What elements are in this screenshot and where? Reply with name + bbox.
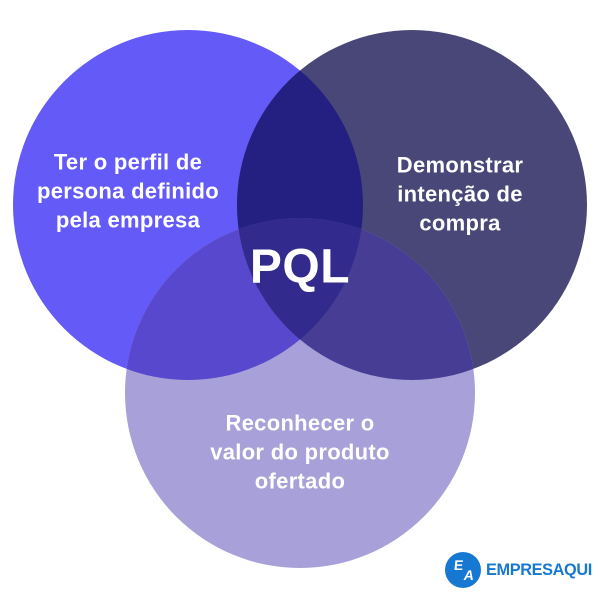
label-right-circle: Demonstrar intenção de compra	[397, 151, 523, 238]
label-line: compra	[419, 210, 501, 236]
monogram-letter: A	[462, 567, 476, 583]
label-line: valor do produto	[210, 439, 390, 465]
monogram-letter: E	[453, 557, 465, 573]
label-bottom-circle: Reconhecer o valor do produto ofertado	[210, 409, 390, 496]
brand-logo: E A EMPRESAQUI	[445, 552, 596, 588]
label-line: intenção de	[397, 181, 523, 207]
brand-name: EMPRESAQUI	[486, 560, 592, 579]
label-line: pela empresa	[55, 207, 201, 233]
label-line: Ter o perfil de	[53, 149, 203, 175]
pql-center-label: PQL	[249, 240, 351, 294]
label-line: Demonstrar	[396, 152, 524, 178]
label-line: persona definido	[36, 178, 220, 204]
label-line: ofertado	[254, 468, 346, 494]
brand-monogram-icon: E A	[445, 552, 481, 588]
label-line: Reconhecer o	[225, 410, 375, 436]
overlap-center	[237, 218, 363, 380]
label-left-circle: Ter o perfil de persona definido pela em…	[37, 148, 219, 235]
